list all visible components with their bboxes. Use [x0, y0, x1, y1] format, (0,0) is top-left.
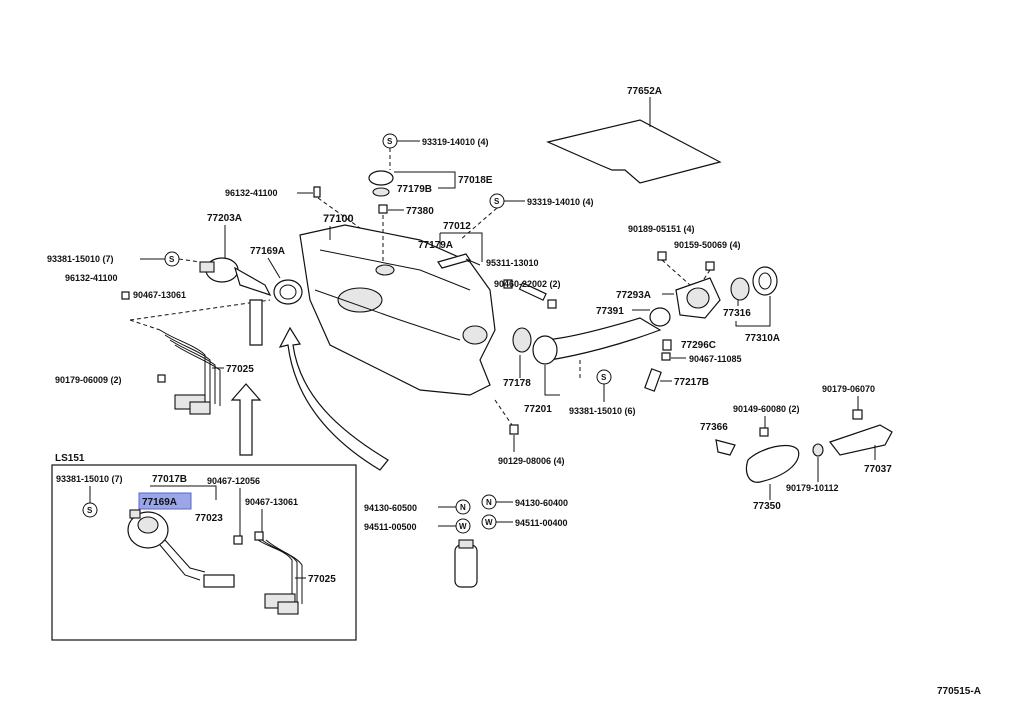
label-77296C[interactable]: 77296C — [681, 340, 716, 351]
arrow-up-left — [230, 383, 262, 456]
arrow-curve — [278, 326, 389, 471]
label-77350[interactable]: 77350 — [753, 501, 781, 512]
label-77025[interactable]: 77025 — [226, 364, 254, 375]
mat-part[interactable] — [546, 97, 722, 184]
bracket-part[interactable] — [249, 299, 263, 346]
inset-box — [51, 464, 357, 641]
label-77037[interactable]: 77037 — [864, 464, 892, 475]
label-94511-00400[interactable]: 94511-00400 — [515, 518, 568, 528]
svg-text:N: N — [486, 498, 492, 507]
symbol-n-left: N — [455, 499, 471, 515]
inset-symbol-s: S — [82, 502, 98, 518]
svg-text:S: S — [169, 255, 175, 264]
hinge-part[interactable] — [715, 439, 736, 456]
inset-title: LS151 — [55, 453, 85, 464]
label-77652A[interactable]: 77652A — [627, 86, 662, 97]
inset-label-90467-12056[interactable]: 90467-12056 — [207, 476, 260, 486]
fuel-door-part[interactable] — [745, 445, 800, 483]
svg-text:S: S — [87, 506, 93, 515]
svg-text:N: N — [460, 503, 466, 512]
label-77169A[interactable]: 77169A — [250, 246, 285, 257]
hose-part[interactable] — [503, 279, 547, 301]
ring-part[interactable] — [649, 307, 671, 327]
label-96132-41100-a[interactable]: 96132-41100 — [225, 188, 278, 198]
label-96132-41100-b[interactable]: 96132-41100 — [65, 273, 118, 283]
label-90467-11085[interactable]: 90467-11085 — [689, 354, 742, 364]
symbol-n-right: N — [481, 494, 497, 510]
svg-text:W: W — [459, 522, 467, 531]
check-valve-part[interactable] — [644, 368, 662, 392]
symbol-s-filler: S — [596, 369, 612, 385]
inset-label-77025[interactable]: 77025 — [308, 574, 336, 585]
symbol-w-left: W — [455, 518, 471, 534]
label-77012[interactable]: 77012 — [443, 221, 471, 232]
clip-part[interactable] — [313, 186, 321, 198]
fuel-tube-assembly[interactable] — [159, 329, 221, 415]
label-77380[interactable]: 77380 — [406, 206, 434, 217]
label-94130-60400[interactable]: 94130-60400 — [515, 498, 568, 508]
label-77217B[interactable]: 77217B — [674, 377, 709, 388]
label-77201[interactable]: 77201 — [524, 404, 552, 415]
label-90179-06009[interactable]: 90179-06009 (2) — [55, 375, 122, 385]
inset-label-77023[interactable]: 77023 — [195, 513, 223, 524]
label-77316[interactable]: 77316 — [723, 308, 751, 319]
inset-label-77169A[interactable]: 77169A — [142, 497, 177, 508]
filler-pipe-part[interactable] — [512, 317, 662, 365]
symbol-w-right: W — [481, 514, 497, 530]
inset-label-90467-13061[interactable]: 90467-13061 — [245, 497, 298, 507]
inset-label-93381-15010[interactable]: 93381-15010 (7) — [56, 474, 123, 484]
inset-tube-assembly[interactable] — [233, 531, 303, 615]
fuel-pump-part[interactable] — [454, 539, 478, 588]
label-93381-15010-a[interactable]: 93381-15010 (7) — [47, 254, 114, 264]
label-90179-10112[interactable]: 90179-10112 — [786, 483, 839, 493]
label-94511-00500[interactable]: 94511-00500 — [364, 522, 417, 532]
gasket-part[interactable] — [273, 279, 303, 305]
label-93319-14010-b[interactable]: 93319-14010 (4) — [527, 197, 594, 207]
diagram-id: 770515-A — [937, 686, 981, 697]
svg-text:S: S — [601, 373, 607, 382]
pump-sender-part[interactable] — [199, 257, 272, 297]
vent-tube-part[interactable] — [437, 253, 471, 269]
label-77179A[interactable]: 77179A — [418, 240, 453, 251]
label-90179-06070[interactable]: 90179-06070 — [822, 384, 875, 394]
inset-label-77017B[interactable]: 77017B — [152, 474, 187, 485]
svg-text:S: S — [494, 197, 500, 206]
label-77179B[interactable]: 77179B — [397, 184, 432, 195]
label-77310A[interactable]: 77310A — [745, 333, 780, 344]
label-77366[interactable]: 77366 — [700, 422, 728, 433]
label-77391[interactable]: 77391 — [596, 306, 624, 317]
filler-neck-part[interactable] — [675, 277, 721, 319]
gauge-sender-part[interactable] — [368, 170, 394, 197]
svg-text:W: W — [485, 518, 493, 527]
svg-text:S: S — [387, 137, 393, 146]
highlight-box — [138, 492, 192, 510]
label-77203A[interactable]: 77203A — [207, 213, 242, 224]
label-95311-13010[interactable]: 95311-13010 — [486, 258, 539, 268]
fuel-cap-part[interactable] — [730, 266, 778, 301]
bolt-part[interactable] — [378, 204, 388, 214]
label-93381-15010-b[interactable]: 93381-15010 (6) — [569, 406, 636, 416]
label-77100[interactable]: 77100 — [323, 213, 354, 225]
label-77293A[interactable]: 77293A — [616, 290, 651, 301]
label-90189-05151[interactable]: 90189-05151 (4) — [628, 224, 695, 234]
symbol-s-mid: S — [489, 193, 505, 209]
label-94130-60500[interactable]: 94130-60500 — [364, 503, 417, 513]
label-77018E[interactable]: 77018E — [458, 175, 493, 186]
label-90129-08006[interactable]: 90129-08006 (4) — [498, 456, 565, 466]
symbol-s-top: S — [382, 133, 398, 149]
label-93319-14010-a[interactable]: 93319-14010 (4) — [422, 137, 489, 147]
opener-lever-part[interactable] — [812, 424, 893, 457]
label-90149-60080[interactable]: 90149-60080 (2) — [733, 404, 800, 414]
label-90460-22002[interactable]: 90460-22002 (2) — [494, 279, 561, 289]
symbol-s-left: S — [164, 251, 180, 267]
inset-pump-part[interactable] — [127, 509, 235, 588]
label-90159-50069[interactable]: 90159-50069 (4) — [674, 240, 741, 250]
label-90467-13061[interactable]: 90467-13061 — [133, 290, 186, 300]
label-77178[interactable]: 77178 — [503, 378, 531, 389]
fuel-tank[interactable] — [299, 224, 496, 396]
